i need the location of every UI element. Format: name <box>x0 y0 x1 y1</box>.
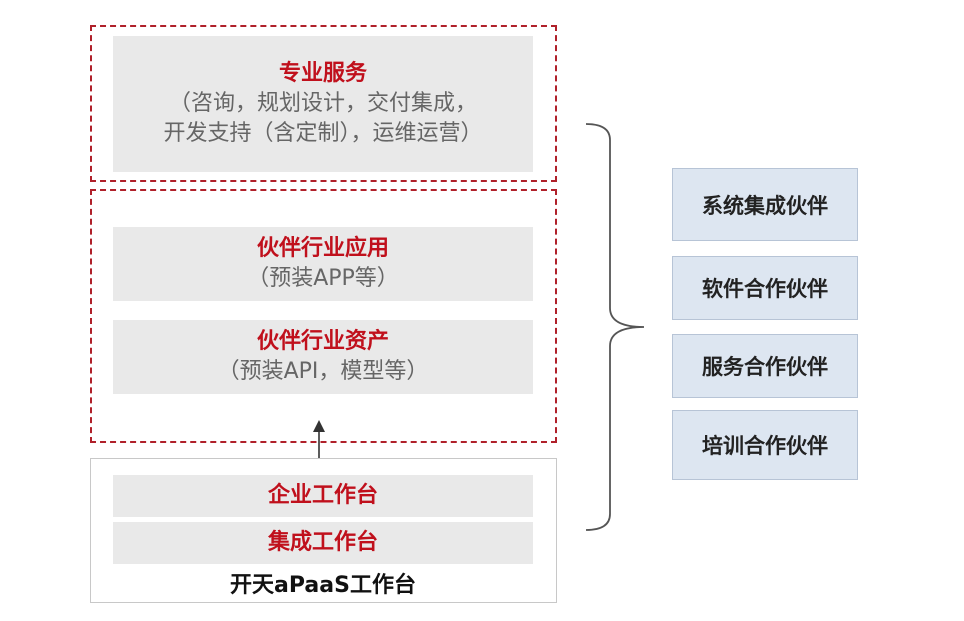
integration-workbench-box: 集成工作台 <box>113 522 533 564</box>
partner-industry-assets-subtitle: （预装API，模型等） <box>217 359 429 384</box>
partner-industry-app-title: 伙伴行业应用 <box>256 236 389 261</box>
professional-services-title: 专业服务 <box>278 61 367 86</box>
platform-label: 开天aPaaS工作台 <box>230 573 416 598</box>
professional-services-line2: 开发支持（含定制），运维运营） <box>163 121 483 146</box>
partner-training: 培训合作伙伴 <box>672 410 858 480</box>
partner-service: 服务合作伙伴 <box>672 334 858 398</box>
professional-services-line1: （咨询，规划设计，交付集成， <box>168 91 477 116</box>
professional-services-box: 专业服务 （咨询，规划设计，交付集成， 开发支持（含定制），运维运营） <box>113 36 533 172</box>
integration-workbench-label: 集成工作台 <box>267 530 378 555</box>
right-brace-icon <box>585 123 645 531</box>
partner-industry-app-box: 伙伴行业应用 （预装APP等） <box>113 227 533 301</box>
professional-services-group <box>90 25 557 182</box>
enterprise-workbench-box: 企业工作台 <box>113 475 533 517</box>
partner-system-integration: 系统集成伙伴 <box>672 168 858 241</box>
partner-industry-group <box>90 189 557 443</box>
enterprise-workbench-label: 企业工作台 <box>267 483 378 508</box>
partner-industry-app-subtitle: （预装APP等） <box>247 266 399 291</box>
partner-software: 软件合作伙伴 <box>672 256 858 320</box>
partner-industry-assets-title: 伙伴行业资产 <box>256 329 389 354</box>
partner-industry-assets-box: 伙伴行业资产 （预装API，模型等） <box>113 320 533 394</box>
